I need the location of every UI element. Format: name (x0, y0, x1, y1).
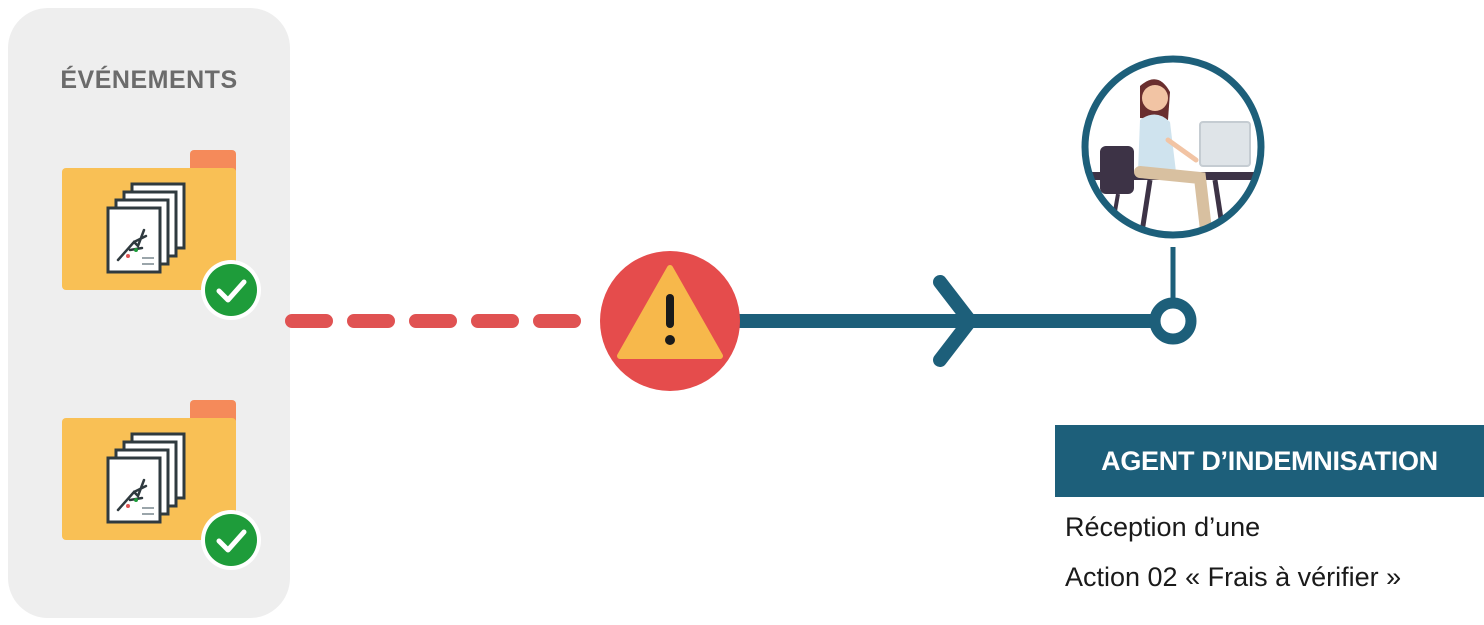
agent-avatar (1080, 55, 1270, 245)
warning-icon (600, 251, 740, 391)
agent-description-line-1: Réception d’une (1065, 512, 1260, 543)
agent-description-line-2: Action 02 « Frais à vérifier » (1065, 562, 1401, 593)
agent-title: AGENT D’INDEMNISATION (1055, 425, 1484, 497)
endpoint-node (1155, 303, 1191, 339)
